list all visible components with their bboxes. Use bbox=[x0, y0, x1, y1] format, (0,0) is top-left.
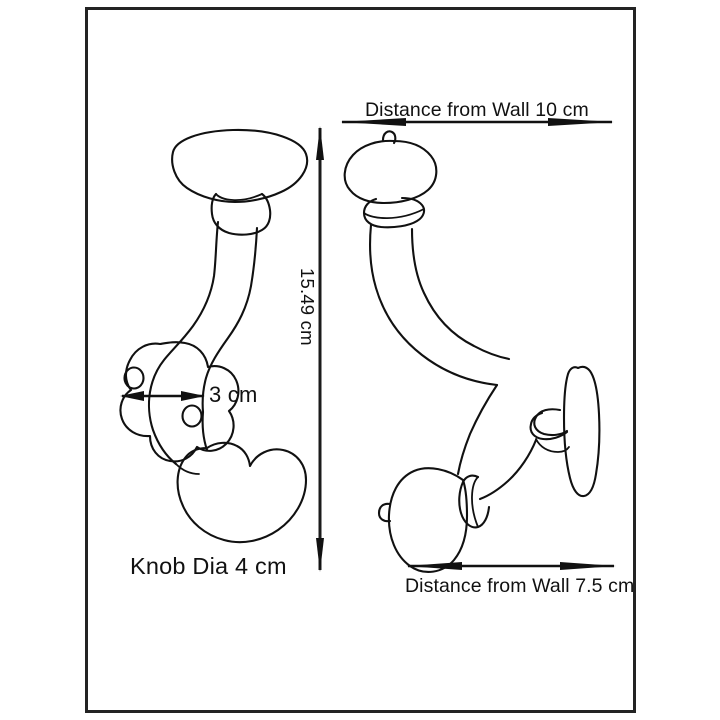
dimension-label-wall-bottom: Distance from Wall 7.5 cm bbox=[405, 575, 635, 597]
front-view-stem-through-plate-right bbox=[201, 410, 209, 452]
front-view-backplate bbox=[119, 341, 240, 463]
side-view-bracket-finger-upper bbox=[533, 408, 569, 437]
front-view-stem-left-edge bbox=[148, 220, 220, 394]
front-view-lower-knob bbox=[176, 441, 308, 544]
side-view-lower-arm-inner bbox=[478, 438, 538, 501]
side-view-lower-collar bbox=[458, 474, 491, 529]
side-view-top-knob bbox=[343, 139, 438, 205]
front-view-stem-through-plate-left bbox=[147, 390, 178, 466]
side-view-arm-inner bbox=[410, 227, 511, 361]
side-view-wall-plate bbox=[562, 365, 601, 498]
dimension-plate-width-arrow bbox=[120, 391, 205, 401]
front-view-collar-edge bbox=[215, 193, 263, 201]
front-view-stem-right-edge bbox=[201, 226, 259, 414]
dimension-overall-height-line bbox=[316, 126, 324, 572]
side-view-lower-arm-outer bbox=[456, 383, 499, 476]
side-view-collar-lower-edge bbox=[363, 208, 425, 219]
dimension-label-wall-top: Distance from Wall 10 cm bbox=[365, 99, 589, 121]
side-view-lower-knob bbox=[387, 467, 469, 573]
side-view-lower-collar-edge bbox=[471, 476, 479, 528]
side-view-bracket-finger-seam bbox=[535, 438, 570, 453]
front-view-hook bbox=[119, 128, 309, 544]
front-view-screw-hole-bottom bbox=[181, 404, 203, 428]
drawing-frame-border bbox=[85, 7, 636, 713]
side-view-bracket-finger-lower bbox=[529, 411, 569, 441]
dimension-wall-bottom-line bbox=[406, 562, 616, 570]
side-view-lower-knob-nub bbox=[377, 502, 392, 523]
front-view-collar bbox=[210, 192, 272, 236]
front-view-knob-seam bbox=[175, 463, 200, 475]
side-view-hook bbox=[343, 130, 601, 573]
side-view-collar bbox=[362, 196, 426, 229]
dimension-label-plate-width: 3 cm bbox=[209, 382, 258, 407]
front-view-top-cup bbox=[171, 128, 309, 204]
dimension-wall-top-line bbox=[340, 118, 614, 126]
side-view-arm-outer bbox=[369, 223, 499, 387]
dimension-label-knob-diameter: Knob Dia 4 cm bbox=[130, 553, 287, 579]
side-view-top-nub bbox=[381, 130, 397, 145]
dimension-label-overall-height: 15.49 cm bbox=[297, 268, 318, 346]
front-view-screw-hole-top bbox=[123, 366, 145, 390]
